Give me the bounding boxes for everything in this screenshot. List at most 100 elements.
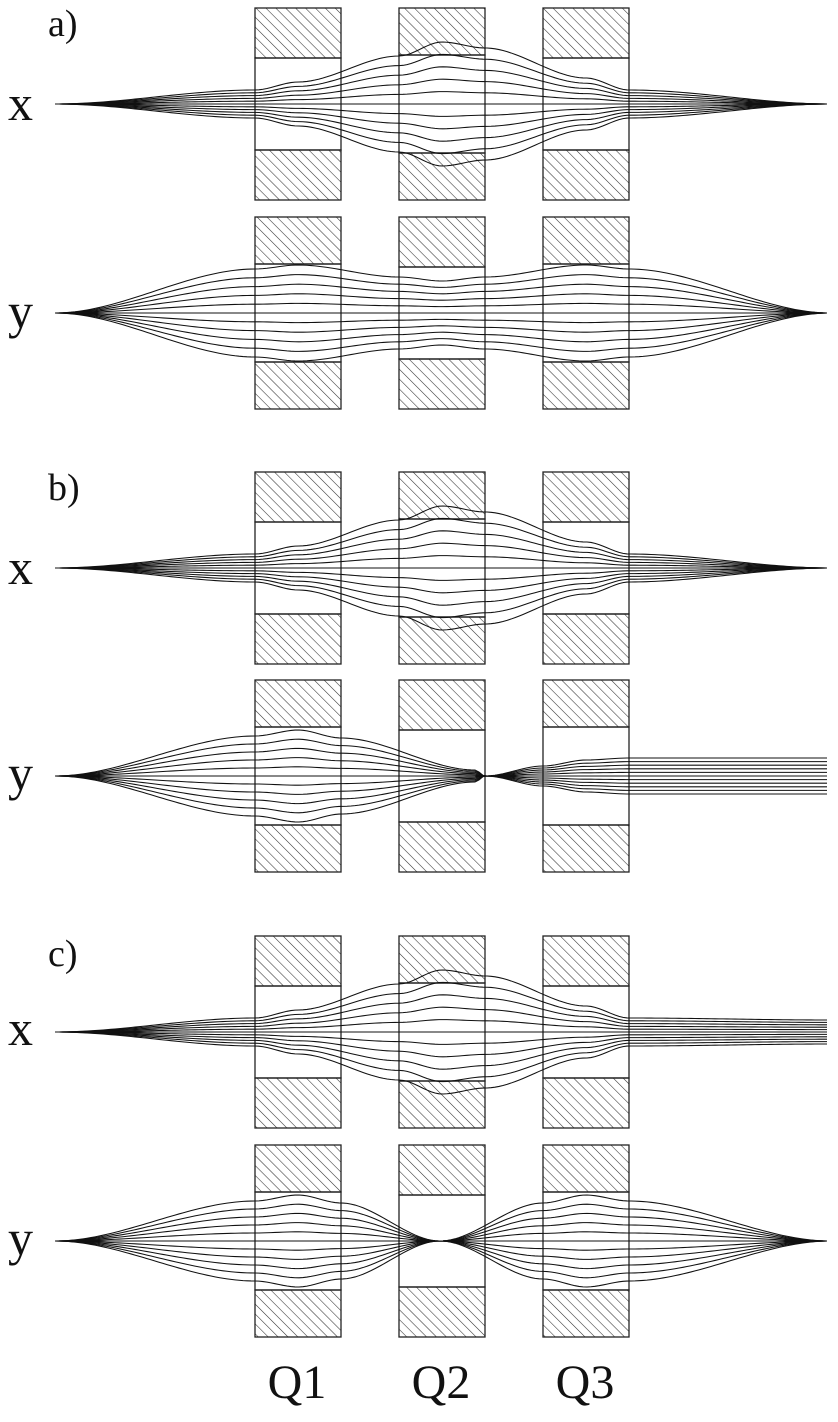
quadrupole-label-q2: Q2: [412, 1356, 471, 1409]
row-label-c-y: y: [8, 1210, 33, 1266]
magnet-pole-top: [542, 471, 630, 523]
magnet-pole-bottom: [542, 613, 630, 665]
beam-ray: [54, 1231, 828, 1242]
beam-ray: [54, 103, 828, 167]
beam-ray: [54, 312, 828, 333]
panel-a: a) x y: [8, 3, 828, 410]
magnet-pole-bottom: [398, 152, 486, 201]
magnet-pole-bottom: [254, 1077, 342, 1129]
magnet-pole-top: [254, 7, 342, 59]
beam-ray: [54, 567, 828, 594]
magnet-pole-bottom: [398, 358, 486, 410]
beam-ray: [55, 1031, 827, 1045]
beam-ray: [54, 766, 827, 777]
beam-ray: [54, 775, 827, 786]
quadrupole-label-q3: Q3: [556, 1356, 615, 1409]
magnet-pole-bottom: [542, 361, 630, 410]
row-label-c-x: x: [8, 1000, 33, 1056]
beam-ray: [54, 775, 827, 823]
beam-ray: [54, 1031, 827, 1070]
magnet-pole-top: [254, 935, 342, 987]
magnet-pole-top: [398, 935, 486, 984]
magnet-pole-bottom: [254, 824, 342, 873]
beam-ray: [54, 283, 828, 314]
beam-ray: [54, 78, 828, 105]
beam-ray: [55, 567, 828, 581]
beam-ray: [54, 312, 828, 324]
beam-ray: [54, 274, 828, 314]
beam-ray: [54, 969, 828, 1033]
beam-ray: [54, 103, 828, 155]
beam-ray: [55, 1019, 827, 1033]
beam-ray: [54, 264, 828, 314]
beam-ray: [54, 567, 828, 606]
magnet-pole-bottom: [542, 1289, 630, 1338]
beam-ray: [54, 1240, 828, 1270]
beam-ray: [54, 312, 828, 352]
beam-ray: [54, 994, 827, 1033]
magnet-pole-top: [254, 679, 342, 728]
beam-ray: [54, 1031, 828, 1095]
beam-ray: [54, 302, 828, 314]
magnet-pole-bottom: [254, 149, 342, 201]
magnet-pole-top: [398, 7, 486, 56]
magnet-pole-top: [542, 7, 630, 59]
beam-ray: [54, 53, 828, 105]
beam-row-a-y: [54, 216, 828, 410]
magnet-pole-top: [398, 679, 486, 731]
magnet-pole-top: [254, 1144, 342, 1193]
beam-ray: [54, 505, 828, 569]
magnet-pole-top: [398, 216, 486, 268]
magnet-pole-bottom: [254, 361, 342, 410]
beam-ray: [54, 567, 828, 631]
beam-ray: [54, 738, 827, 777]
magnet-pole-bottom: [398, 1080, 486, 1129]
panel-label-b: b): [48, 467, 80, 509]
beam-ray: [54, 757, 827, 777]
beam-ray: [54, 1240, 828, 1251]
row-label-a-x: x: [8, 75, 33, 131]
beam-row-b-y: [54, 679, 827, 873]
beam-ray: [54, 775, 827, 814]
magnet-pole-bottom: [542, 149, 630, 201]
panel-label-a: a): [48, 3, 78, 45]
beam-ray: [54, 293, 828, 314]
magnet-pole-bottom: [542, 1077, 630, 1129]
panel-label-c: c): [48, 933, 78, 975]
magnet-pole-bottom: [254, 1289, 342, 1338]
beam-ray: [54, 1240, 828, 1288]
magnet-pole-top: [254, 216, 342, 265]
beam-ray: [54, 981, 828, 1033]
beam-ray: [54, 103, 828, 142]
magnet-pole-top: [542, 935, 630, 987]
beam-ray: [54, 542, 828, 569]
beam-row-a-x: [54, 7, 828, 201]
beam-ray: [54, 729, 827, 777]
beam-ray: [54, 1006, 827, 1033]
beam-ray: [54, 517, 828, 569]
row-label-b-x: x: [8, 539, 33, 595]
quadrupole-label-q1: Q1: [268, 1356, 327, 1409]
beam-row-c-x: [54, 935, 828, 1129]
beam-ray: [54, 567, 828, 619]
panel-c: c) x y: [8, 933, 828, 1338]
magnet-pole-top: [542, 216, 630, 265]
row-label-a-y: y: [8, 283, 33, 339]
magnet-pole-top: [398, 471, 486, 520]
beam-ray: [54, 530, 828, 569]
magnet-pole-bottom: [542, 824, 630, 873]
magnet-pole-top: [542, 679, 630, 728]
panel-b: b) x y: [8, 467, 828, 873]
beam-row-b-x: [54, 471, 828, 665]
beam-ray: [54, 312, 828, 343]
beam-ray: [54, 1031, 828, 1083]
beam-ray: [54, 103, 828, 130]
beam-ray: [54, 747, 827, 777]
row-label-b-y: y: [8, 745, 33, 801]
beam-ray: [55, 555, 828, 569]
magnet-pole-bottom: [398, 821, 486, 873]
magnet-pole-top: [542, 1144, 630, 1193]
beam-ray: [54, 312, 828, 362]
magnet-pole-top: [398, 1144, 486, 1196]
